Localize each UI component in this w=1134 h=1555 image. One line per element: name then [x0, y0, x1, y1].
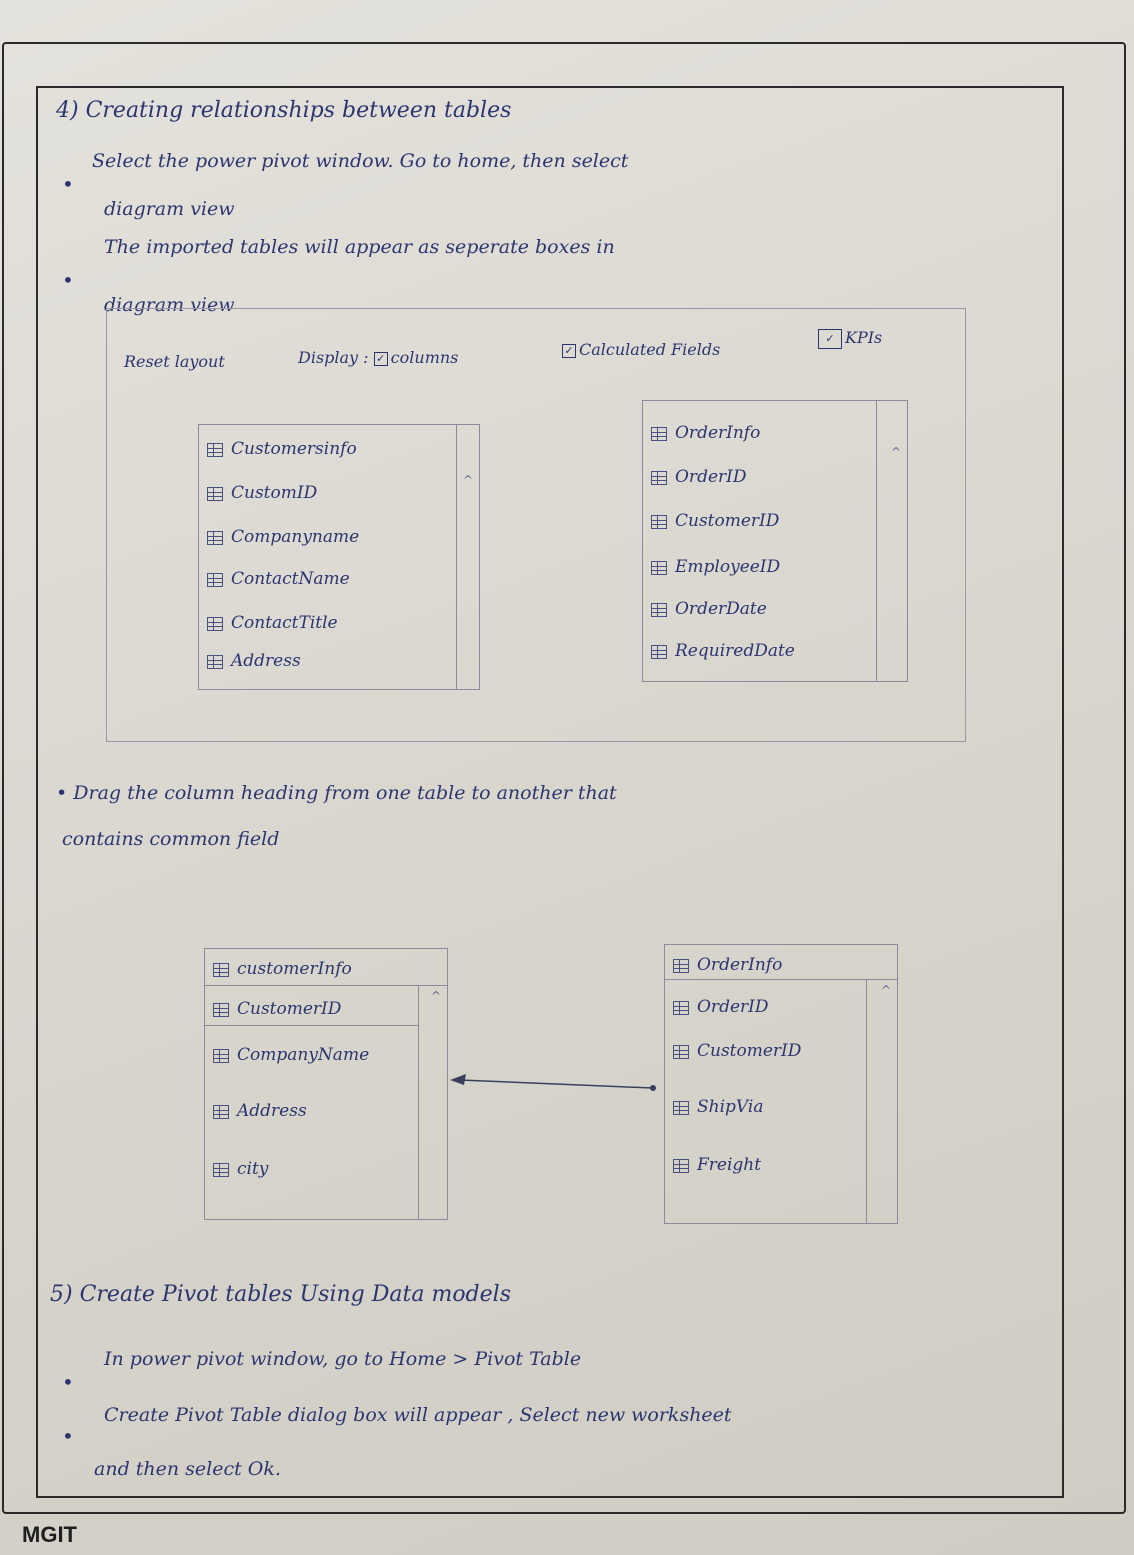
- section5-bullet2-line2: and then select Ok.: [94, 1458, 281, 1480]
- connector-dot-icon: [650, 1085, 656, 1091]
- calculated-fields-option: ✓Calculated Fields: [562, 340, 720, 359]
- table-icon: [207, 654, 223, 669]
- table-icon: [213, 1162, 229, 1177]
- table-title: Customersinfo: [207, 439, 357, 459]
- calculated-fields-checkbox: ✓: [562, 343, 576, 358]
- table-icon: [207, 530, 223, 545]
- table-scrollbar: ^: [866, 979, 897, 1223]
- table-icon: [673, 1044, 689, 1059]
- table-icon: [651, 602, 667, 617]
- customerinfo-table-box: ^ customerInfo CustomerID CompanyName Ad…: [204, 948, 448, 1220]
- table-header-divider: [205, 985, 447, 986]
- table-icon: [207, 442, 223, 457]
- drag-note-line2: contains common field: [62, 828, 280, 850]
- columns-label: columns: [390, 348, 459, 367]
- bullet-dot: •: [62, 172, 74, 196]
- display-text: Display :: [298, 348, 369, 367]
- scroll-up-icon: ^: [890, 445, 901, 459]
- table-title: OrderInfo: [673, 955, 782, 975]
- table-scrollbar: ^: [418, 985, 447, 1219]
- bullet-dot: •: [62, 1370, 74, 1394]
- scroll-up-icon: ^: [462, 473, 473, 487]
- table-field: EmployeeID: [651, 557, 780, 577]
- section4-heading: 4) Creating relationships between tables: [56, 98, 512, 123]
- kpis-checkbox: ✓: [818, 328, 842, 349]
- section4-bullet2-line2: diagram view: [104, 294, 235, 316]
- table-icon: [673, 1000, 689, 1015]
- table-scrollbar: ^: [456, 425, 479, 689]
- section5-bullet2-line1: Create Pivot Table dialog box will appea…: [104, 1404, 732, 1426]
- reset-layout-label: Reset layout: [124, 352, 225, 371]
- arrowhead-icon: [450, 1074, 466, 1085]
- table-icon: [207, 616, 223, 631]
- table-icon: [651, 644, 667, 659]
- calculated-fields-label: Calculated Fields: [579, 340, 721, 359]
- section4-bullet2-line1: The imported tables will appear as seper…: [104, 236, 615, 258]
- section4-bullet1-line2: diagram view: [104, 198, 235, 220]
- scroll-up-icon: ^: [430, 989, 441, 1003]
- table-field: CompanyName: [213, 1045, 369, 1065]
- diagram-view-frame: [106, 308, 966, 742]
- table-field-key: CustomerID: [213, 999, 341, 1019]
- table-field: ContactName: [207, 569, 350, 589]
- table-icon: [207, 572, 223, 587]
- bullet-dot: •: [62, 1424, 74, 1448]
- table-field: city: [213, 1159, 268, 1179]
- table-field: OrderDate: [651, 599, 767, 619]
- columns-checkbox: ✓: [373, 351, 388, 366]
- bullet-dot: •: [62, 268, 74, 292]
- table-field: Freight: [673, 1155, 761, 1175]
- customersinfo-table-box: ^ Customersinfo CustomID Companyname Con…: [198, 424, 480, 690]
- page-outer-border: [2, 42, 1126, 1514]
- footer-logo-text: MGIT: [22, 1522, 77, 1547]
- table-field: OrderID: [651, 467, 746, 487]
- table-icon: [673, 1100, 689, 1115]
- table-field: Companyname: [207, 527, 359, 547]
- table-scrollbar: ^: [876, 401, 907, 681]
- table-header-divider: [665, 979, 897, 980]
- table-field: OrderID: [673, 997, 768, 1017]
- table-field: ShipVia: [673, 1097, 763, 1117]
- drag-note-line1: • Drag the column heading from one table…: [56, 782, 617, 804]
- table-field: CustomerID: [651, 511, 779, 531]
- table-icon: [213, 1104, 229, 1119]
- table-title: customerInfo: [213, 959, 352, 979]
- orderinfo-table-box: ^ OrderInfo OrderID CustomerID EmployeeI…: [642, 400, 908, 682]
- table-field: CustomID: [207, 483, 317, 503]
- table-icon: [207, 486, 223, 501]
- table-row-divider: [205, 1025, 419, 1026]
- table-icon: [651, 514, 667, 529]
- table-icon: [213, 1002, 229, 1017]
- orderinfo2-table-box: ^ OrderInfo OrderID CustomerID ShipVia F…: [664, 944, 898, 1224]
- section5-heading: 5) Create Pivot tables Using Data models: [50, 1282, 511, 1307]
- kpis-option: ✓KPIs: [818, 328, 882, 349]
- kpis-label: KPIs: [845, 328, 883, 347]
- display-label: Display : ✓columns: [298, 348, 458, 367]
- table-field: Address: [213, 1101, 307, 1121]
- table-field-key: CustomerID: [673, 1041, 801, 1061]
- table-icon: [673, 1158, 689, 1173]
- table-field: RequiredDate: [651, 641, 795, 661]
- table-icon: [673, 958, 689, 973]
- section5-bullet1: In power pivot window, go to Home > Pivo…: [104, 1348, 582, 1370]
- table-field: Address: [207, 651, 301, 671]
- table-icon: [651, 426, 667, 441]
- table-icon: [651, 470, 667, 485]
- table-title: OrderInfo: [651, 423, 760, 443]
- scroll-up-icon: ^: [880, 983, 891, 997]
- relationship-arrow: [450, 1074, 656, 1091]
- table-icon: [213, 1048, 229, 1063]
- table-field: ContactTitle: [207, 613, 338, 633]
- section4-bullet1-line1: Select the power pivot window. Go to hom…: [92, 150, 629, 172]
- table-icon: [213, 962, 229, 977]
- page-inner-border: [36, 86, 1064, 1498]
- table-icon: [651, 560, 667, 575]
